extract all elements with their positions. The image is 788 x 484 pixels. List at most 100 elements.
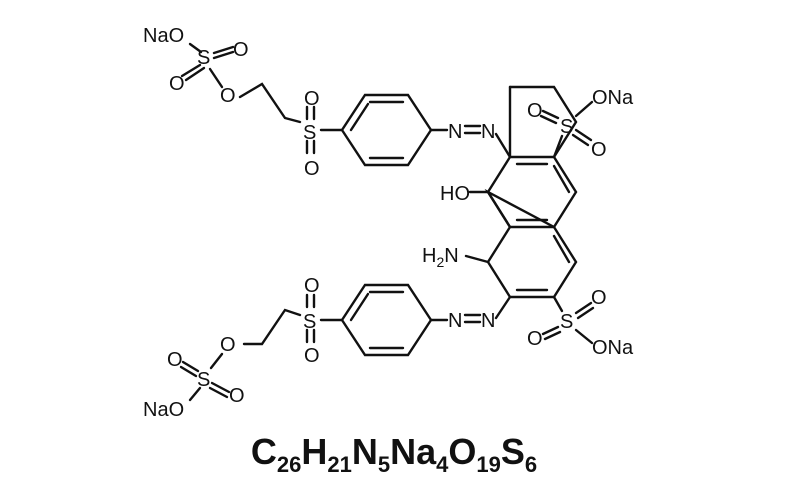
atom-o: O <box>304 88 320 110</box>
bond <box>209 352 224 370</box>
bond <box>574 328 594 345</box>
ethylene-chain <box>242 308 302 346</box>
atom-o: O <box>591 139 607 161</box>
bond <box>494 295 512 320</box>
formula-count: 6 <box>524 452 538 477</box>
formula-symbol: N <box>351 431 378 472</box>
atom-o: O <box>527 328 543 350</box>
aromatic-bond <box>552 234 571 264</box>
formula-element: H21 <box>301 431 351 476</box>
formula-count: 4 <box>436 452 449 477</box>
formula-count: 19 <box>476 452 501 477</box>
atom-o: O <box>220 85 236 107</box>
label-h2n: H2N <box>422 245 459 270</box>
atom-n: N <box>448 310 462 332</box>
naphthalene-lower-ring <box>484 188 578 299</box>
label-ho: HO <box>440 183 470 205</box>
label-nao-top: NaO <box>143 25 184 47</box>
benzene-ring <box>340 283 433 357</box>
label-h2n-n: N <box>444 245 458 267</box>
bond <box>574 100 594 118</box>
label-ona-top: ONa <box>592 87 634 109</box>
lower-sulfonyl-group: S O O <box>242 275 344 367</box>
hydroxy-group: HO <box>440 183 490 205</box>
atom-s: S <box>303 311 316 333</box>
bond <box>541 325 560 336</box>
label-h2n-h: H <box>422 245 436 267</box>
formula-symbol: C <box>250 431 277 472</box>
atom-o: O <box>304 158 320 180</box>
aromatic-bond <box>552 164 571 194</box>
atom-s: S <box>303 122 316 144</box>
bond <box>179 365 198 378</box>
label-nao-bottom: NaO <box>143 399 184 421</box>
naphthalene-core <box>484 85 578 299</box>
formula-symbol: H <box>301 431 328 472</box>
atom-s: S <box>560 311 573 333</box>
atom-o: O <box>229 385 245 407</box>
bond <box>180 63 202 78</box>
bond <box>539 114 558 125</box>
bond <box>464 254 490 264</box>
atom-n: N <box>448 121 462 143</box>
bond <box>212 45 235 55</box>
atom-s: S <box>560 116 573 138</box>
bond <box>574 128 593 142</box>
atom-o: O <box>304 275 320 297</box>
formula-symbol: S <box>500 431 525 472</box>
bond <box>208 386 229 399</box>
atom-n: N <box>481 310 495 332</box>
upper-sulfonyl-group: S O O <box>303 88 344 180</box>
amino-group: H2N <box>422 245 490 270</box>
atom-o: O <box>527 100 543 122</box>
label-h2n-subscript: 2 <box>436 254 444 270</box>
bond <box>212 50 235 60</box>
bond <box>188 386 202 402</box>
bond <box>574 301 593 315</box>
formula-symbol: Na <box>390 431 437 472</box>
bond <box>208 67 224 89</box>
bond <box>552 295 564 313</box>
atom-n: N <box>481 121 495 143</box>
bond <box>571 133 590 147</box>
atom-o: O <box>591 287 607 309</box>
bond <box>552 134 564 159</box>
bond <box>494 132 512 159</box>
upper-benzene-ring <box>340 93 433 167</box>
lower-sulfonate-group: S O O ONa <box>527 287 634 359</box>
formula-element: O19 <box>448 431 501 476</box>
bond <box>184 66 206 82</box>
formula-element: S6 <box>500 431 537 476</box>
upper-sulfonate-group: S O O ONa <box>527 87 634 161</box>
formula-count: 21 <box>327 452 352 477</box>
bond <box>181 360 200 373</box>
benzene-ring <box>340 93 433 167</box>
atom-o: O <box>220 334 236 356</box>
molecular-formula: C26H21N5Na4O19S6 <box>0 430 788 476</box>
atom-o: O <box>167 349 183 371</box>
formula-element: N5 <box>351 431 390 476</box>
lower-azo-group: N N <box>429 295 512 332</box>
formula-count: 26 <box>276 452 302 477</box>
atom-o: O <box>304 345 320 367</box>
formula-count: 5 <box>377 452 391 477</box>
atom-o: O <box>233 39 249 61</box>
formula-element: Na4 <box>390 431 448 476</box>
formula-element: C26 <box>250 431 301 476</box>
aromatic-bond <box>349 102 370 132</box>
naphthalene-right-ring <box>508 85 578 159</box>
atom-s: S <box>197 369 210 391</box>
aromatic-bond <box>349 292 370 322</box>
bond <box>576 306 595 320</box>
ethylene-chain <box>238 82 302 124</box>
bond <box>541 109 560 120</box>
lower-benzene-ring <box>340 283 433 357</box>
upper-sulfate-group: NaO S O O O <box>143 25 302 124</box>
formula-symbol: O <box>448 431 477 472</box>
bond <box>210 381 231 394</box>
bond <box>543 330 562 341</box>
bond <box>188 42 203 54</box>
atom-o: O <box>169 73 185 95</box>
